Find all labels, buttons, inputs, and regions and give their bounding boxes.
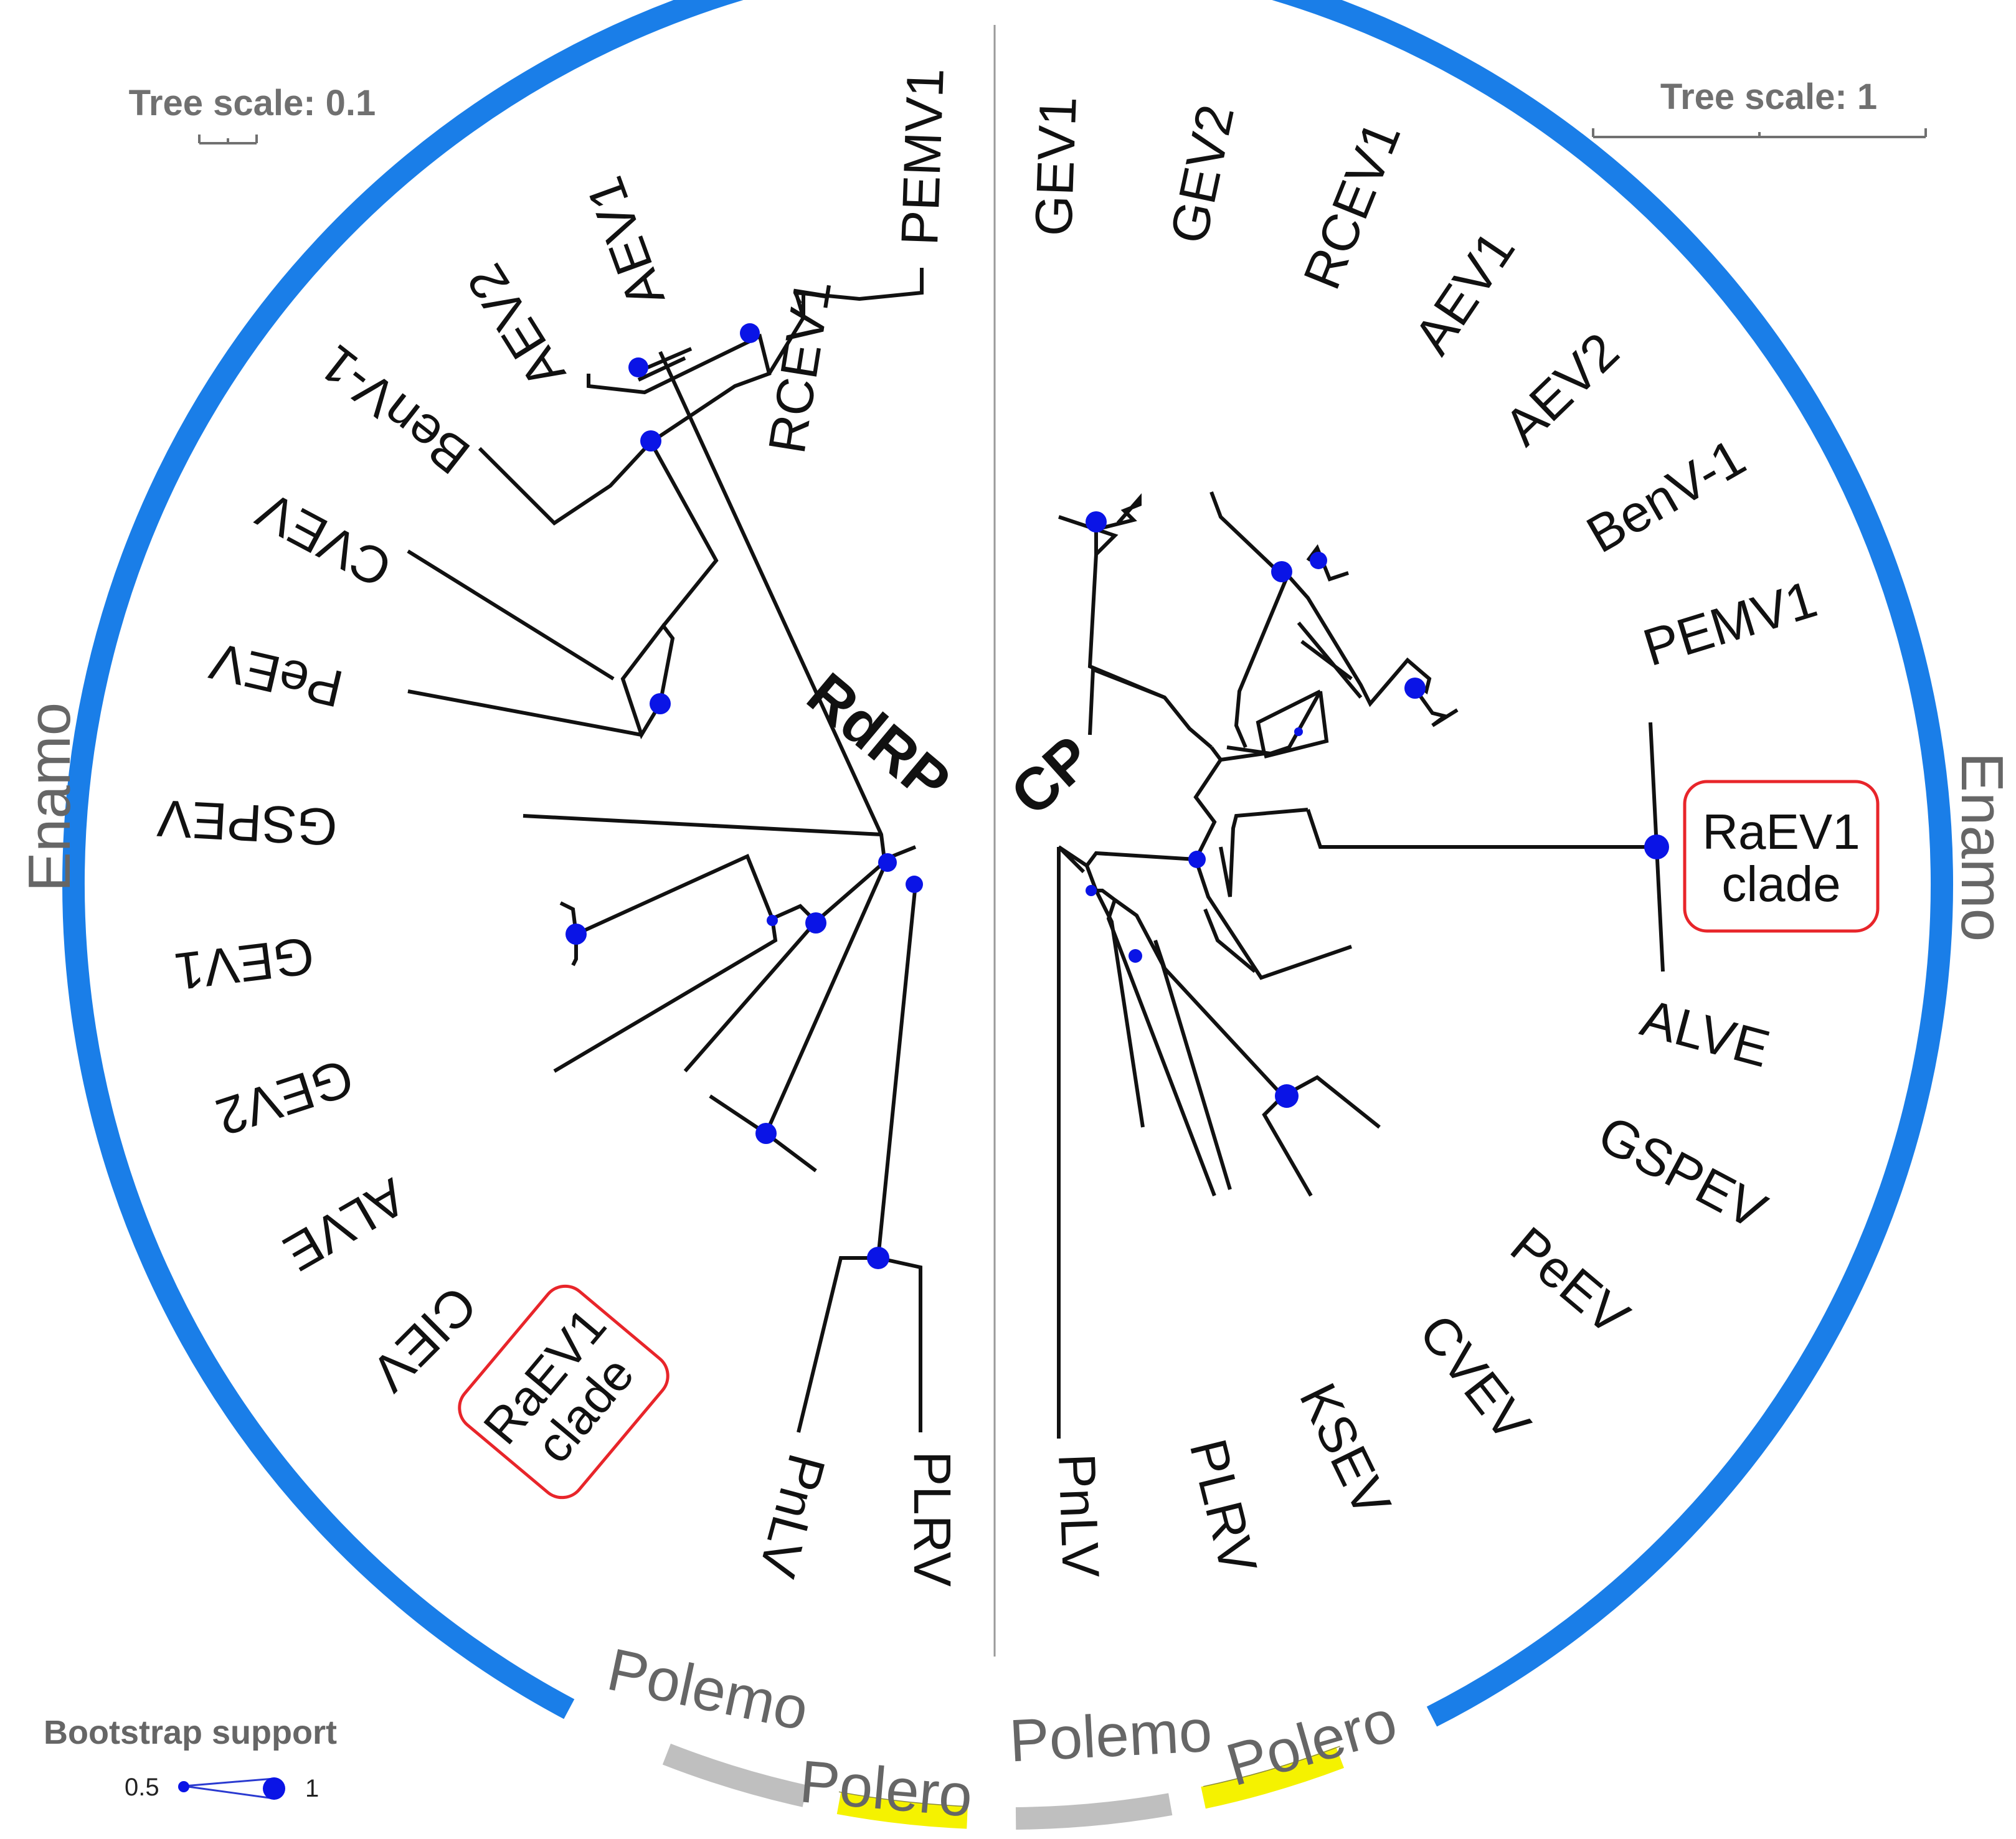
bootstrap-node (1310, 552, 1327, 569)
leaf-label: GEV2 (1159, 100, 1246, 248)
leaf-label: PEMV1 (890, 67, 955, 247)
polero-label-left: Polero (797, 1748, 975, 1830)
leaf-label: BenV-1 (309, 334, 480, 486)
polero-label-right: Polero (1219, 1687, 1404, 1799)
bootstrap-node (640, 430, 661, 451)
rdrp-title: RdRP (795, 660, 962, 816)
tree-scale-left-label: Tree scale: 0.1 (129, 83, 376, 123)
bootstrap-node (1404, 678, 1426, 699)
bootstrap-node (628, 357, 648, 377)
tree-scale-left: Tree scale: 0.1 (129, 83, 376, 144)
enamo-label-right: Enamo (1949, 752, 2015, 942)
bootstrap-node (1188, 851, 1206, 868)
leaf-label: CVEV (247, 481, 400, 599)
bootstrap-legend-max: 1 (305, 1775, 319, 1802)
bootstrap-legend-min: 0.5 (125, 1774, 159, 1801)
rdrp-clade-box: RaEV1 clade (458, 1284, 670, 1500)
leaf-label: PeEV (205, 631, 348, 719)
bootstrap-node (1271, 561, 1292, 582)
leaf-label: GEV2 (209, 1048, 360, 1147)
bootstrap-node (1644, 834, 1669, 859)
rdrp-tree (407, 268, 924, 1433)
bootstrap-node (1294, 727, 1303, 736)
leaf-label: CIEV (361, 1275, 488, 1402)
polemo-arc-left (662, 1743, 808, 1807)
enamo-arc-right (1272, 0, 1953, 1727)
bootstrap-node (740, 323, 760, 343)
leaf-label: PLRV (903, 1451, 962, 1587)
leaf-label: RCEV1 (757, 276, 843, 457)
polero-outlines (838, 1746, 1340, 1807)
bootstrap-node (566, 924, 587, 945)
polero-arc-left (836, 1792, 968, 1829)
cp-title: CP (998, 723, 1105, 828)
group-arcs (62, 0, 1953, 1830)
leaf-label: ALVE (274, 1167, 416, 1283)
tree-scale-right: Tree scale: 1 (1592, 77, 1927, 138)
leaf-label: PeEV (1500, 1216, 1640, 1346)
leaf-label: GSPEV (1589, 1104, 1776, 1241)
leaf-label: AEV1 (575, 169, 676, 315)
leaf-label: ALVE (1635, 988, 1776, 1079)
cp-clade-box: RaEV1 clade (1683, 780, 1880, 933)
bootstrap-node (755, 1123, 777, 1144)
leaf-label: PnLV (748, 1448, 836, 1583)
leaf-label: AEV2 (1493, 321, 1630, 456)
leaf-label: GEV1 (1024, 95, 1087, 237)
leaf-label: AEV1 (1403, 220, 1526, 364)
bootstrap-node (1275, 1084, 1299, 1108)
leaf-label: GEV1 (171, 926, 317, 1001)
bootstrap-node (1086, 885, 1097, 896)
tree-scale-right-label: Tree scale: 1 (1660, 77, 1877, 117)
leaf-label: CVEV (1408, 1303, 1542, 1452)
polemo-arc-right (1015, 1793, 1173, 1830)
bootstrap-node (878, 853, 897, 872)
clade-box-line1: RaEV1 (1702, 804, 1860, 859)
leaf-label: KSEV (1289, 1374, 1403, 1526)
leaf-label: PnLV (1048, 1452, 1110, 1578)
bootstrap-node (867, 1247, 889, 1269)
leaf-label: GSPEV (156, 789, 339, 857)
bootstrap-legend: Bootstrap support 0.5 1 (44, 1714, 337, 1802)
enamo-arc-left (62, 0, 744, 1719)
leaf-label: PEMV1 (1637, 569, 1824, 677)
bootstrap-node (767, 915, 778, 926)
leaf-label: PLRV (1179, 1434, 1269, 1579)
bootstrap-node (805, 912, 826, 934)
bootstrap-node (906, 876, 923, 893)
polemo-label-right: Polemo (1008, 1698, 1214, 1775)
bootstrap-node (1129, 949, 1142, 963)
bootstrap-legend-title: Bootstrap support (44, 1714, 337, 1751)
clade-box-line2: clade (1721, 856, 1840, 912)
bootstrap-node (1086, 511, 1107, 532)
leaf-label: BenV-1 (1577, 427, 1755, 564)
bootstrap-node (650, 693, 671, 714)
cp-tree (1057, 491, 1669, 1439)
enamo-label-left: Enamo (16, 702, 83, 892)
leaf-label: RCEV1 (1292, 113, 1412, 297)
polero-arc-right (1201, 1747, 1344, 1809)
polemo-label-left: Polemo (602, 1636, 814, 1743)
leaf-label: AEV2 (456, 254, 577, 399)
